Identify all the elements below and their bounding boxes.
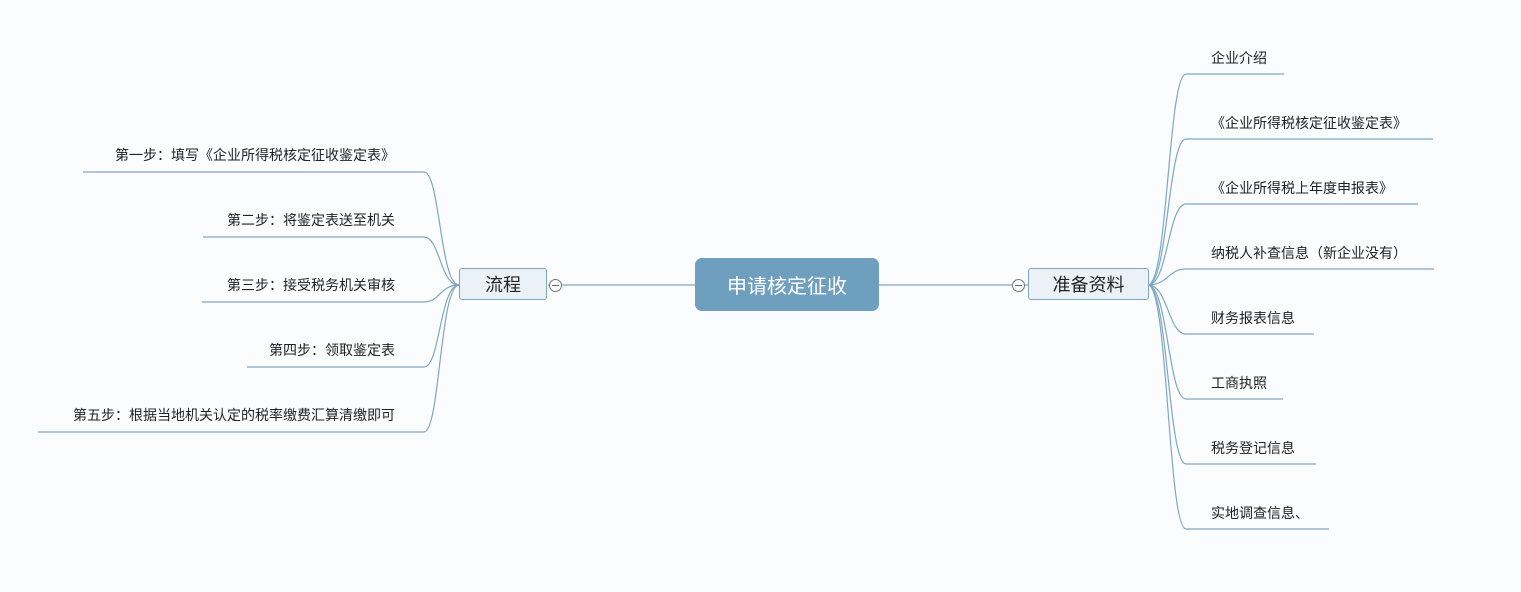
right-leaf-connector-6 (1147, 284, 1283, 400)
right-leaf-connector-4 (1147, 268, 1434, 286)
collapse-materials-icon[interactable] (1012, 279, 1025, 292)
right-leaf-connector-7 (1147, 284, 1316, 465)
collapse-process-icon[interactable] (549, 279, 562, 292)
root-topic-label: 申请核定征收 (727, 274, 847, 298)
left-leaf-connector-1 (83, 171, 460, 286)
left-leaf-connector-2 (203, 236, 460, 286)
right-leaf-connector-2 (1147, 138, 1433, 286)
process-step-5[interactable]: 第五步：根据当地机关认定的税率缴费汇算清缴即可 (73, 408, 395, 424)
material-item-4[interactable]: 纳税人补查信息（新企业没有） (1211, 246, 1407, 262)
branch-process-label: 流程 (485, 275, 521, 296)
material-item-3[interactable]: 《企业所得税上年度申报表》 (1211, 181, 1393, 197)
material-item-5[interactable]: 财务报表信息 (1211, 311, 1295, 327)
material-item-6[interactable]: 工商执照 (1211, 376, 1267, 392)
material-item-1[interactable]: 企业介绍 (1211, 51, 1267, 67)
process-step-1[interactable]: 第一步：填写《企业所得税核定征收鉴定表》 (115, 148, 395, 164)
left-leaf-connector-4 (247, 284, 460, 368)
right-leaf-connector-3 (1147, 203, 1418, 286)
right-leaf-connector-1 (1147, 73, 1284, 286)
process-step-4[interactable]: 第四步：领取鉴定表 (269, 343, 395, 359)
right-leaf-connector-8 (1147, 284, 1329, 530)
left-leaf-connector-5 (38, 284, 460, 433)
material-item-2[interactable]: 《企业所得税核定征收鉴定表》 (1211, 116, 1407, 132)
root-topic[interactable]: 申请核定征收 (695, 258, 879, 311)
process-step-3[interactable]: 第三步：接受税务机关审核 (227, 278, 395, 294)
branch-materials-label: 准备资料 (1052, 275, 1125, 296)
material-item-7[interactable]: 税务登记信息 (1211, 441, 1295, 457)
branch-materials[interactable]: 准备资料 (1028, 268, 1149, 300)
right-leaf-connector-5 (1147, 284, 1314, 335)
process-step-2[interactable]: 第二步：将鉴定表送至机关 (227, 213, 395, 229)
branch-process[interactable]: 流程 (459, 268, 547, 300)
left-leaf-connector-3 (202, 284, 460, 303)
material-item-8[interactable]: 实地调查信息、 (1211, 506, 1309, 522)
